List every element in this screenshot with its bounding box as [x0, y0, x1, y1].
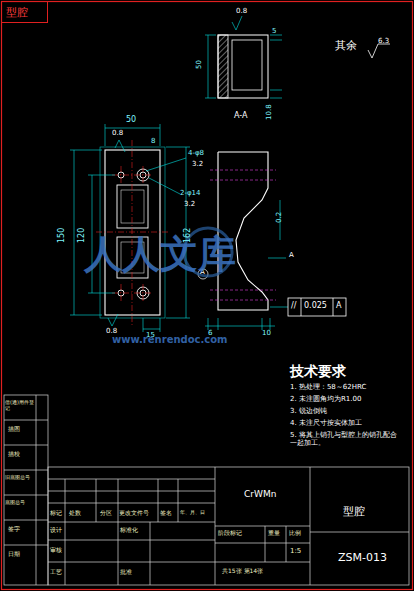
- watermark: www.renrendoc.com: [112, 334, 228, 345]
- tolerance-value: 0.025: [304, 302, 327, 311]
- drawing-number: ZSM-013: [338, 552, 387, 564]
- part-name: 型腔: [343, 506, 365, 518]
- roughness-value: 3.2: [192, 161, 203, 169]
- title-cell: 标记: [50, 510, 62, 517]
- sheet-title: 型腔: [6, 5, 28, 20]
- hole-callout: 4-φ8: [188, 150, 204, 158]
- datum-label: A: [336, 302, 341, 311]
- tolerance-symbol: //: [291, 302, 296, 311]
- title-cell: 标准化: [120, 527, 138, 534]
- roughness-value: 3.2: [184, 201, 195, 209]
- dimension: 8: [151, 138, 155, 146]
- hole-callout: 2-φ14: [180, 190, 201, 198]
- title-cell: 日期: [8, 551, 20, 558]
- note-line: 1. 热处理：58～62HRC: [290, 384, 366, 392]
- section-label: A-A: [234, 112, 247, 121]
- dimension: 150: [58, 228, 67, 243]
- roughness-value: 6.3: [378, 38, 389, 46]
- title-cell: 描校: [8, 451, 20, 458]
- title-cell: 工艺: [50, 569, 62, 576]
- note-line: 3. 锐边倒钝: [290, 408, 327, 416]
- roughness-note: 其余: [335, 40, 357, 52]
- title-cell: 底图总号: [5, 500, 35, 506]
- title-cell: 批准: [120, 569, 132, 576]
- roughness-value: 0.8: [236, 8, 247, 16]
- title-cell: 阶段标记: [218, 530, 242, 537]
- title-cell: 分区: [100, 510, 112, 517]
- datum-label: A: [289, 252, 294, 260]
- watermark: 人人文库: [84, 234, 236, 276]
- title-cell: 比例: [289, 530, 301, 537]
- title-cell: 借(通)用件登记: [5, 400, 35, 411]
- note-line: 4. 未注尺寸按实体加工: [290, 420, 362, 428]
- title-cell: 旧底图总号: [5, 475, 35, 481]
- title-cell: 设计: [50, 527, 62, 534]
- note-line: 5. 将其上销孔与型腔上的销孔配合一起加工。: [290, 432, 402, 447]
- roughness-value: 0.8: [112, 130, 123, 138]
- title-cell: 处数: [69, 510, 81, 517]
- title-cell: 1:5: [290, 548, 301, 556]
- title-cell: 签名: [160, 510, 172, 517]
- title-cell: 描图: [8, 426, 20, 433]
- title-cell: 审核: [50, 547, 62, 554]
- title-cell: 共15张 第14张: [222, 568, 263, 575]
- title-cell: 重量: [268, 530, 280, 537]
- title-cell: 签字: [8, 526, 20, 533]
- dimension: 50: [126, 116, 136, 125]
- dimension: 5: [272, 28, 276, 36]
- dimension: 0.2: [276, 212, 284, 223]
- title-cell: 年、月、日: [180, 510, 205, 516]
- title-cell: 更改文件号: [119, 510, 149, 517]
- dimension: 10: [262, 330, 271, 338]
- dimension: 10.8: [266, 104, 274, 120]
- notes-heading: 技术要求: [290, 364, 346, 379]
- dimension: 50: [196, 60, 204, 69]
- material: CrWMn: [244, 490, 276, 500]
- note-line: 2. 未注圆角均为R1.00: [290, 396, 361, 404]
